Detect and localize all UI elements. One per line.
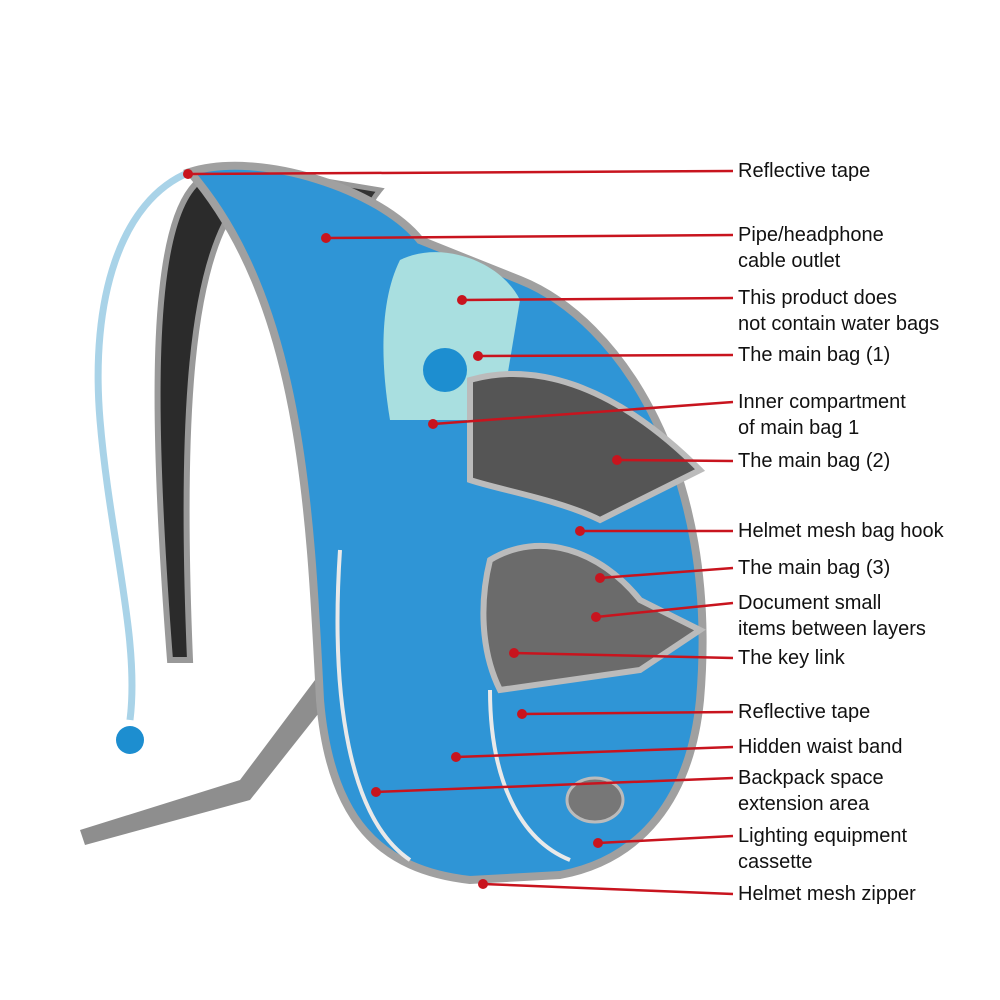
callout-label-line: Helmet mesh zipper bbox=[738, 883, 916, 905]
callout-label-line: The main bag (3) bbox=[738, 557, 891, 579]
callout-line bbox=[513, 651, 734, 660]
callout-line bbox=[325, 233, 734, 240]
hydration-tube bbox=[94, 168, 192, 721]
callout-label-line: Inner compartment bbox=[738, 391, 906, 413]
callout-label-line: not contain water bags bbox=[738, 313, 940, 335]
callout-line bbox=[187, 169, 734, 176]
callout-label: The key link bbox=[738, 645, 845, 671]
callout-line bbox=[599, 566, 734, 580]
bite-valve bbox=[116, 726, 144, 754]
callout-label: The main bag (3) bbox=[738, 555, 890, 581]
callout-label-line: The main bag (2) bbox=[738, 450, 891, 472]
callout-dot bbox=[595, 573, 605, 583]
callout-label: The main bag (2) bbox=[738, 448, 890, 474]
callout-dot bbox=[593, 838, 603, 848]
callout-dot bbox=[473, 351, 483, 361]
callout-label-line: Document small bbox=[738, 592, 882, 614]
callout-line bbox=[597, 834, 734, 845]
callout-label: Document small items between layers bbox=[738, 590, 926, 642]
callout-dot bbox=[321, 233, 331, 243]
callout-dot bbox=[451, 752, 461, 762]
callout-label-line: Pipe/headphone bbox=[738, 224, 884, 246]
callout-label-line: Backpack space bbox=[738, 767, 884, 789]
callout-line bbox=[432, 400, 734, 426]
callout-label: Lighting equipment cassette bbox=[738, 823, 907, 875]
callout-label-line: extension area bbox=[738, 793, 870, 815]
callout-dot bbox=[428, 419, 438, 429]
callout-dot bbox=[591, 612, 601, 622]
callout-label: Reflective tape bbox=[738, 158, 870, 184]
callout-label: Helmet mesh zipper bbox=[738, 881, 916, 907]
callout-dot bbox=[457, 295, 467, 305]
callout-label-line: This product does bbox=[738, 287, 897, 309]
callout-line bbox=[595, 601, 734, 619]
callout-dot bbox=[517, 709, 527, 719]
callout-label-line: Helmet mesh bag hook bbox=[738, 520, 944, 542]
main-body bbox=[183, 161, 707, 885]
callout-dot bbox=[183, 169, 193, 179]
callout-label: Inner compartment of main bag 1 bbox=[738, 389, 906, 441]
callout-dot bbox=[478, 879, 488, 889]
callout-line bbox=[482, 882, 734, 896]
light-cassette bbox=[565, 776, 625, 824]
callout-label-line: Reflective tape bbox=[738, 160, 871, 182]
callout-line bbox=[455, 745, 734, 759]
callout-line bbox=[477, 353, 734, 358]
callout-dot bbox=[371, 787, 381, 797]
callout-label-line: cassette bbox=[738, 851, 813, 873]
callout-label-line: Reflective tape bbox=[738, 701, 871, 723]
callout-dot bbox=[575, 526, 585, 536]
waist-strap bbox=[80, 660, 345, 845]
callout-label: Pipe/headphone cable outlet bbox=[738, 222, 884, 274]
callout-label-line: cable outlet bbox=[738, 250, 841, 272]
callout-line bbox=[616, 458, 734, 463]
callout-label-line: The main bag (1) bbox=[738, 344, 891, 366]
callout-label: Backpack space extension area bbox=[738, 765, 884, 817]
callout-label-line: The key link bbox=[738, 647, 845, 669]
callout-dot bbox=[612, 455, 622, 465]
callout-label: Hidden waist band bbox=[738, 734, 903, 760]
callout-label: The main bag (1) bbox=[738, 342, 890, 368]
callout-label-line: of main bag 1 bbox=[738, 417, 860, 439]
callout-dot bbox=[509, 648, 519, 658]
callout-line bbox=[461, 296, 734, 302]
callout-line bbox=[521, 710, 734, 716]
callout-label: Reflective tape bbox=[738, 699, 870, 725]
callout-label-line: Lighting equipment bbox=[738, 825, 908, 847]
main-bag-2-opening bbox=[467, 371, 706, 524]
callout-label-line: Hidden waist band bbox=[738, 736, 903, 758]
callout-label: Helmet mesh bag hook bbox=[738, 518, 944, 544]
callout-line bbox=[375, 776, 734, 794]
callout-label-line: items between layers bbox=[738, 618, 926, 640]
shoulder-strap-left bbox=[154, 176, 245, 663]
callout-label: This product does not contain water bags bbox=[738, 285, 939, 337]
